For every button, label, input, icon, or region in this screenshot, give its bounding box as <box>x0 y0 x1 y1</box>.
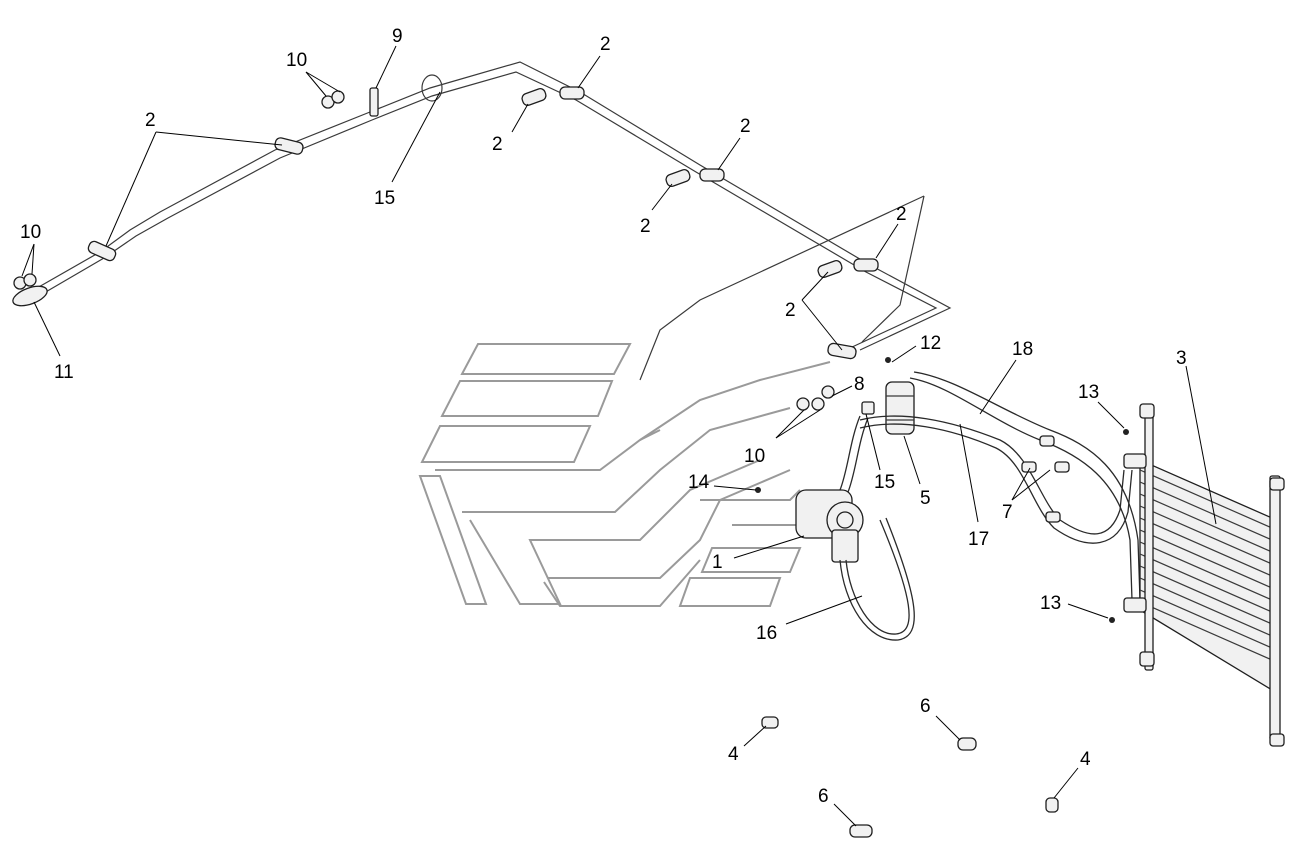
callout-11: 11 <box>54 362 74 383</box>
cab-pipe-run <box>29 61 952 381</box>
callout-10: 10 <box>20 222 41 243</box>
callout-2: 2 <box>600 34 611 55</box>
pipe-clamp <box>853 258 879 272</box>
callout-1: 1 <box>712 552 723 573</box>
receiver-drier <box>885 381 915 435</box>
pipe-clamp <box>274 137 304 155</box>
refrigerant-hoses <box>839 371 1141 601</box>
callout-4: 4 <box>728 744 739 765</box>
callout-2: 2 <box>492 134 503 155</box>
cable-loop <box>421 74 443 102</box>
loose-clamps <box>761 716 1059 838</box>
pipe-clamp <box>699 168 725 182</box>
callout-4: 4 <box>1080 749 1091 770</box>
callout-13: 13 <box>1078 382 1099 403</box>
callout-10: 10 <box>286 50 307 71</box>
hose-clamp <box>1039 435 1055 447</box>
callout-12: 12 <box>920 333 941 354</box>
callout-10: 10 <box>744 446 765 467</box>
callout-18: 18 <box>1012 339 1033 360</box>
callout-17: 17 <box>968 529 989 550</box>
o-ring <box>1123 429 1129 435</box>
leader-lines <box>21 45 1217 827</box>
hood-outline <box>418 343 831 607</box>
callout-2: 2 <box>145 110 156 131</box>
o-ring <box>755 487 761 493</box>
callout-15: 15 <box>374 188 395 209</box>
compressor-assembly <box>795 489 915 641</box>
grommet <box>796 397 810 411</box>
small-fittings <box>12 74 1129 623</box>
drive-belt <box>845 519 910 635</box>
grommet <box>23 273 37 287</box>
callout-15: 15 <box>874 472 895 493</box>
hose-clamp <box>1021 461 1037 473</box>
hose-clamp-6 <box>849 824 873 838</box>
callout-7: 7 <box>1002 502 1013 523</box>
grommet <box>821 385 835 399</box>
condenser <box>1123 403 1285 747</box>
callout-13: 13 <box>1040 593 1061 614</box>
pipe-clamp <box>521 88 547 106</box>
o-ring <box>885 357 891 363</box>
pipe-clamp <box>665 169 691 187</box>
callout-16: 16 <box>756 623 777 644</box>
callout-6: 6 <box>920 696 931 717</box>
hose-clamp-4 <box>1045 797 1059 813</box>
hose-clamp <box>1045 511 1061 523</box>
callout-labels: 10 9 2 2 2 2 2 2 2 15 10 11 12 18 3 8 13… <box>20 26 1187 807</box>
cable-strap <box>369 87 379 117</box>
callout-3: 3 <box>1176 348 1187 369</box>
hose-clamp-4 <box>761 716 779 729</box>
callout-5: 5 <box>920 488 931 509</box>
callout-2: 2 <box>640 216 651 237</box>
grommet <box>811 397 825 411</box>
o-ring <box>1109 617 1115 623</box>
callout-2: 2 <box>785 300 796 321</box>
pipe-bracket <box>12 285 48 307</box>
pipe-clamp <box>559 86 585 100</box>
callout-2: 2 <box>740 116 751 137</box>
callout-14: 14 <box>688 472 710 493</box>
pipe-clamp <box>87 240 117 262</box>
pipe-clamps <box>87 86 879 360</box>
callout-8: 8 <box>854 374 865 395</box>
hose-clamp-6 <box>957 737 977 751</box>
pipe-clamp <box>827 342 857 360</box>
pipe-clamp <box>817 260 843 278</box>
callout-9: 9 <box>392 26 403 47</box>
hose-clamp <box>1054 461 1070 473</box>
hose-loop <box>861 401 875 415</box>
callout-2: 2 <box>896 204 907 225</box>
callout-6: 6 <box>818 786 829 807</box>
grommet <box>331 90 345 104</box>
